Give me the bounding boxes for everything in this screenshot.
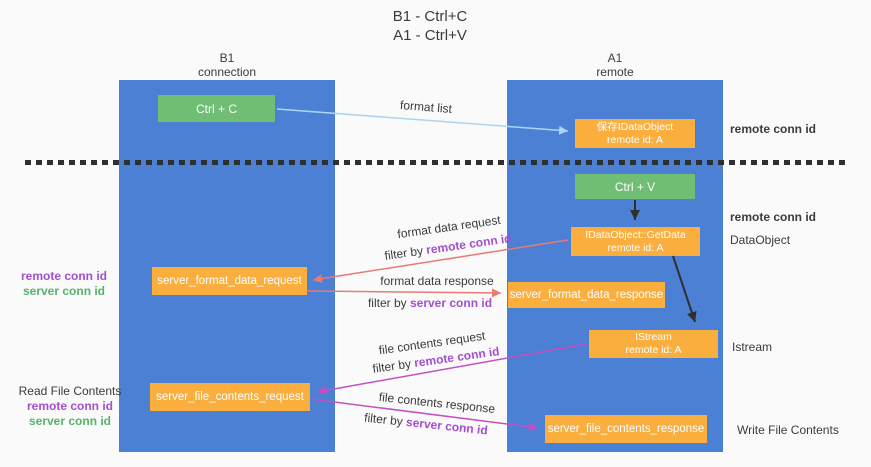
box-server-file-contents-response-label: server_file_contents_response (547, 423, 705, 435)
box-server-format-data-request: server_format_data_request (152, 267, 307, 295)
box-ctrl-c-label: Ctrl + C (195, 101, 237, 116)
title-line-2: A1 - Ctrl+V (393, 27, 467, 44)
box-save-dataobject: 保存IDataObject remote id: A (575, 119, 695, 148)
column-header-b1: B1 connection (167, 51, 287, 79)
box-ctrl-v: Ctrl + V (575, 174, 695, 199)
label-file-contents-response: file contents response (378, 389, 496, 417)
left-conn-id-block-1: remote conn id server conn id (10, 269, 118, 299)
arrow-format-data-response (307, 288, 502, 298)
label-filter-by-server-conn-id-1: filter by server conn id (368, 296, 492, 310)
box-server-format-data-request-label: server_format_data_request (157, 275, 302, 287)
column-header-a1: A1 remote (555, 51, 675, 79)
label-remote-conn-id-top: remote conn id (730, 122, 817, 136)
box-istream-title: IStream (635, 331, 672, 343)
label-format-list: format list (399, 97, 453, 117)
title-line-1: B1 - Ctrl+C (392, 8, 468, 25)
label-istream: Istream (732, 340, 773, 354)
filter-value-2: server conn id (409, 296, 493, 310)
box-save-dataobject-title: 保存IDataObject (596, 120, 674, 133)
label-filter-by-server-conn-id-2: filter by server conn id (364, 411, 489, 438)
session-separator-line (25, 160, 845, 165)
box-ctrl-c: Ctrl + C (158, 95, 275, 122)
filter-prefix-1: filter by (383, 243, 428, 263)
label-left-server-conn-id-2: server conn id (28, 414, 112, 428)
filter-prefix-3: filter by (371, 356, 416, 376)
label-remote-conn-id-mid: remote conn id (730, 210, 817, 224)
box-save-dataobject-remote-id: remote id: A (606, 133, 664, 146)
box-getdata: IDataObject::GetData remote id: A (571, 227, 700, 256)
label-write-file-contents: Write File Contents (737, 423, 839, 437)
column-a1-name: A1 (607, 51, 623, 65)
filter-value-4: server conn id (405, 414, 489, 438)
label-dataobject: DataObject (730, 233, 791, 247)
label-read-file-contents: Read File Contents (18, 384, 122, 398)
label-left-remote-conn-id-2: remote conn id (26, 399, 113, 413)
box-server-file-contents-response: server_file_contents_response (545, 415, 707, 443)
box-server-format-data-response-label: server_format_data_response (509, 289, 664, 301)
box-ctrl-v-label: Ctrl + V (614, 179, 656, 194)
box-server-file-contents-request: server_file_contents_request (150, 383, 310, 411)
filter-prefix-2: filter by (367, 296, 410, 310)
column-b1-name: B1 (219, 51, 235, 65)
box-getdata-title: IDataObject::GetData (585, 228, 686, 241)
label-format-data-response: format data response (380, 274, 494, 288)
box-istream: IStream remote id: A (589, 330, 718, 358)
box-getdata-remote-id: remote id: A (607, 241, 664, 254)
left-read-file-contents-block: Read File Contents remote conn id server… (13, 384, 127, 429)
label-left-server-conn-id-1: server conn id (22, 284, 106, 298)
column-a1-role: remote (596, 65, 634, 79)
filter-prefix-4: filter by (363, 410, 407, 429)
diagram-title: B1 - Ctrl+C A1 - Ctrl+V (330, 7, 530, 45)
box-istream-remote-id: remote id: A (625, 344, 682, 356)
box-server-format-data-response: server_format_data_response (508, 282, 665, 308)
box-server-file-contents-request-label: server_file_contents_request (156, 391, 304, 403)
label-left-remote-conn-id-1: remote conn id (20, 269, 107, 283)
column-b1-role: connection (197, 65, 257, 79)
